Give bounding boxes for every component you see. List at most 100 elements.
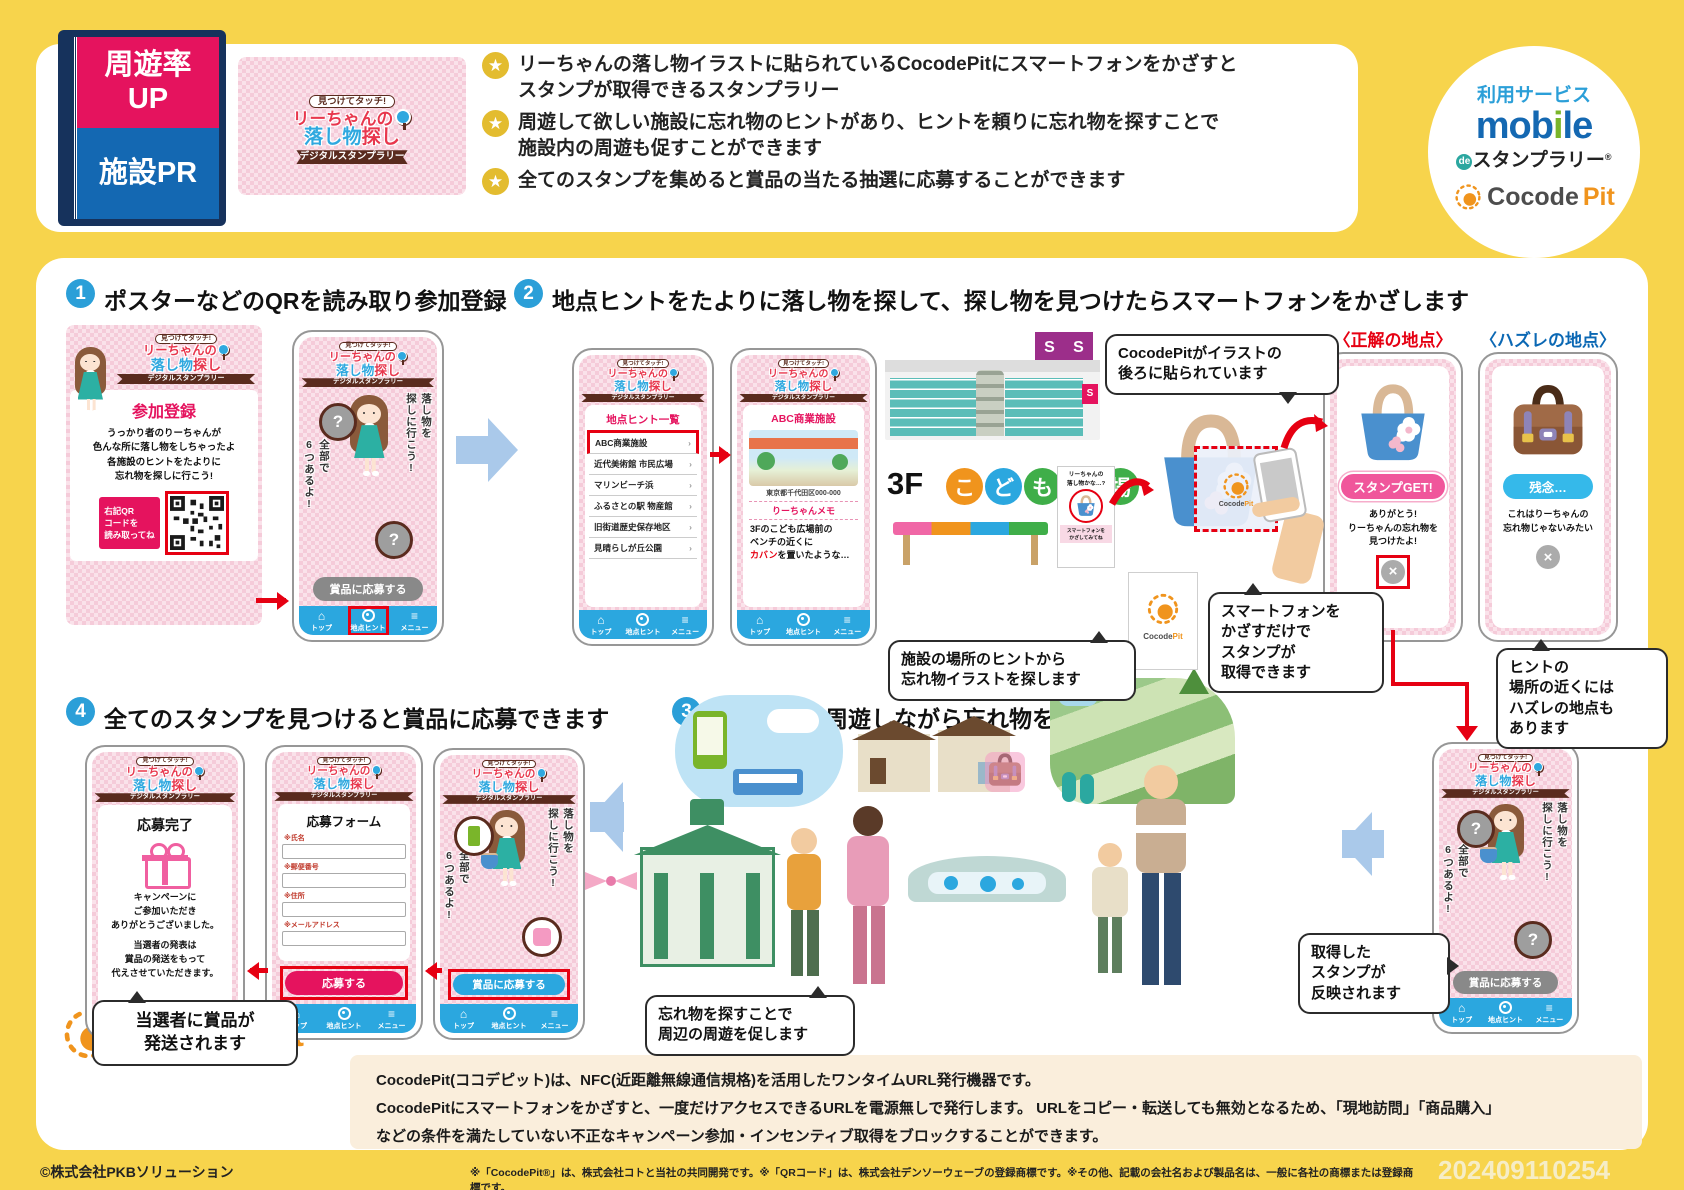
copyright: ©株式会社PKBソリューション [40,1164,234,1180]
register-text: うっかり者のりーちゃんが 色んな所に落し物をしちゃったよ 各施設のヒントをたより… [92,428,236,482]
pink-randoseru-illustration [985,752,1025,792]
close-button[interactable]: × [1536,545,1560,569]
bubble-cocodepit-behind: CocodePitがイラストの 後ろに貼られています [1105,334,1339,403]
nav-menu[interactable]: ≡メニュー [671,613,700,636]
arrow-poster-to-phone [256,592,289,610]
location-pin-icon [796,613,810,626]
bubble-miss-nearby: ヒントの 場所の近くには ハズレの地点も あります [1496,639,1668,749]
apply-prize-button[interactable]: 賞品に応募する [453,974,565,995]
magnifier-icon [397,350,408,366]
phone-bottom-nav: ⌂トップ 地点ヒント ≡メニュー [299,606,437,635]
qr-note: 右記QR コードを 読み取ってね [99,497,160,550]
phone-wrong-result: 残念… これはりーちゃんの 忘れ物じゃないみたい × [1478,352,1618,642]
cocodepit-description: CocodePit(ココデピット)は、NFC(近距離無線通信規格)を活用したワン… [350,1055,1642,1149]
bench-illustration [893,522,1048,568]
nav-menu[interactable]: ≡メニュー [833,613,862,636]
hint-list-item[interactable]: 近代美術館 市民広場› [589,454,697,476]
nav-hint[interactable]: 地点ヒント [347,606,389,635]
magnifier-icon [194,765,205,781]
nav-hint[interactable]: 地点ヒント [625,613,660,637]
email-input[interactable] [282,930,406,946]
phone-correct-result: スタンプGET! ありがとう! りーちゃんの忘れ物を 見つけたよ! × [1323,352,1463,642]
connector-line [1391,682,1469,686]
nav-top[interactable]: ⌂トップ [590,613,612,636]
connector-line [1465,682,1469,728]
collected-bag-icon [481,853,498,869]
nav-menu[interactable]: ≡メニュー [1535,1001,1564,1024]
step4-number: 4 [66,697,95,726]
hint-list-item[interactable]: ABC商業施設› [587,430,699,455]
home-icon: ⌂ [317,609,326,623]
phone-facility-detail: 見つけてタッチ! リーちゃんの 落し物探し デジタルスタンプラリー ABC商業施… [730,348,877,646]
question-bubble: ? [1457,809,1495,848]
step1-number: 1 [66,279,95,308]
nav-top[interactable]: ⌂トップ [311,609,332,632]
phone-bottom-nav: ⌂トップ 地点ヒント ≡メニュー [1439,998,1572,1027]
phone-logo: 見つけてタッチ! リーちゃんの 落し物探し デジタルスタンプラリー [579,355,707,403]
question-bubble: ? [319,403,357,442]
cocodepit-sun-icon [1453,182,1483,212]
logo-title-line2: 落し物探し [304,127,400,149]
close-button[interactable]: × [1381,559,1405,584]
submit-highlight: 応募する [280,966,408,1000]
phone-logo: 見つけてタッチ! リーちゃんの 落し物探し デジタルスタンプラリー [1439,749,1572,798]
entry-complete-title: 応募完了 [137,817,193,834]
nav-hint[interactable]: 地点ヒント [327,1007,362,1031]
submit-entry-button[interactable]: 応募する [285,971,403,995]
register-title: 参加登録 [131,404,196,422]
feature-bullet-3: ★ 全てのスタンプを集めると賞品の当たる抽選に応募することができます [482,168,1125,195]
bubble-just-hold: スマートフォンを かざすだけで スタンプが 取得できます [1208,583,1384,693]
apply-prize-button[interactable]: 賞品に応募する [1453,971,1558,994]
apply-prize-button[interactable]: 賞品に応募する [313,577,423,601]
nav-menu[interactable]: ≡メニュー [377,1007,406,1030]
smartphone-icon [468,825,480,846]
field-label-name: ※氏名 [284,834,305,842]
nav-hint[interactable]: 地点ヒント [492,1007,527,1031]
poster-logo: 見つけてタッチ! リーちゃんの 落し物探し デジタルスタンプラリー [114,329,258,385]
cocodepit-sun-icon [1145,591,1181,627]
app-logo: 見つけてタッチ! リーちゃんの 落し物探し デジタルスタンプラリー [293,88,412,165]
nav-menu[interactable]: ≡メニュー [400,609,429,632]
hint-list-item[interactable]: 旧街道歴史保存地区› [589,517,697,539]
complete-note-text: 当選者の発表は 賞品の発送をもって 代えさせていただきます。 [111,940,219,979]
historic-building-illustration [634,795,781,967]
wrong-result-text: これはりーちゃんの 忘れ物じゃないみたい [1502,509,1593,533]
cocodepit-card: CocodePit [1128,572,1198,670]
phone-bottom-nav: ⌂トップ 地点ヒント ≡メニュー [440,1004,578,1033]
entry-form-title: 応募フォーム [306,814,382,829]
nav-hint[interactable]: 地点ヒント [786,613,821,637]
qr-code-icon [170,496,224,550]
ribbon-illustration [585,868,637,898]
zip-input[interactable] [282,872,406,888]
nav-top[interactable]: ⌂トップ [453,1007,474,1030]
arrow-form-to-complete [247,962,268,980]
nav-hint[interactable]: 地点ヒント [1488,1001,1523,1025]
nav-menu[interactable]: ≡メニュー [540,1007,569,1030]
menu-icon: ≡ [387,1007,395,1021]
cloud-shape [767,709,819,733]
flow-arrow-left [556,782,626,852]
hint-list-item[interactable]: ふるさとの駅 物産館› [589,496,697,518]
phone-entry-form: 見つけてタッチ! リーちゃんの 落し物探し デジタルスタンプラリー 応募フォーム… [265,745,423,1040]
curved-arrow-to-correct [1280,414,1328,450]
menu-icon: ≡ [550,1007,558,1021]
nav-top[interactable]: ⌂トップ [749,613,771,636]
phone-stamp-collected: 見つけてタッチ! リーちゃんの 落し物探し デジタルスタンプラリー 落し物を 探… [1432,742,1579,1034]
hint-list-item[interactable]: 見晴らしが丘公園› [589,538,697,560]
hint-list-title: 地点ヒント一覧 [606,414,680,427]
name-input[interactable] [282,843,406,859]
arrow-home-to-form [425,962,442,980]
hint-list-item[interactable]: マリンビーチ浜› [589,475,697,497]
logo-tagline: 見つけてタッチ! [309,95,395,108]
nav-top[interactable]: ⌂トップ [1451,1001,1473,1024]
phone-logo: 見つけてタッチ! リーちゃんの 落し物探し デジタルスタンプラリー [440,755,578,804]
bag-icon [1074,494,1098,518]
hand-with-smartphone [1251,446,1326,586]
lost-item-mini-poster: リーちゃんの 落し物かな…? スマートフォンを かざしてみてね [1057,466,1115,568]
menu-icon: ≡ [1545,1001,1553,1015]
address-input[interactable] [282,901,406,917]
